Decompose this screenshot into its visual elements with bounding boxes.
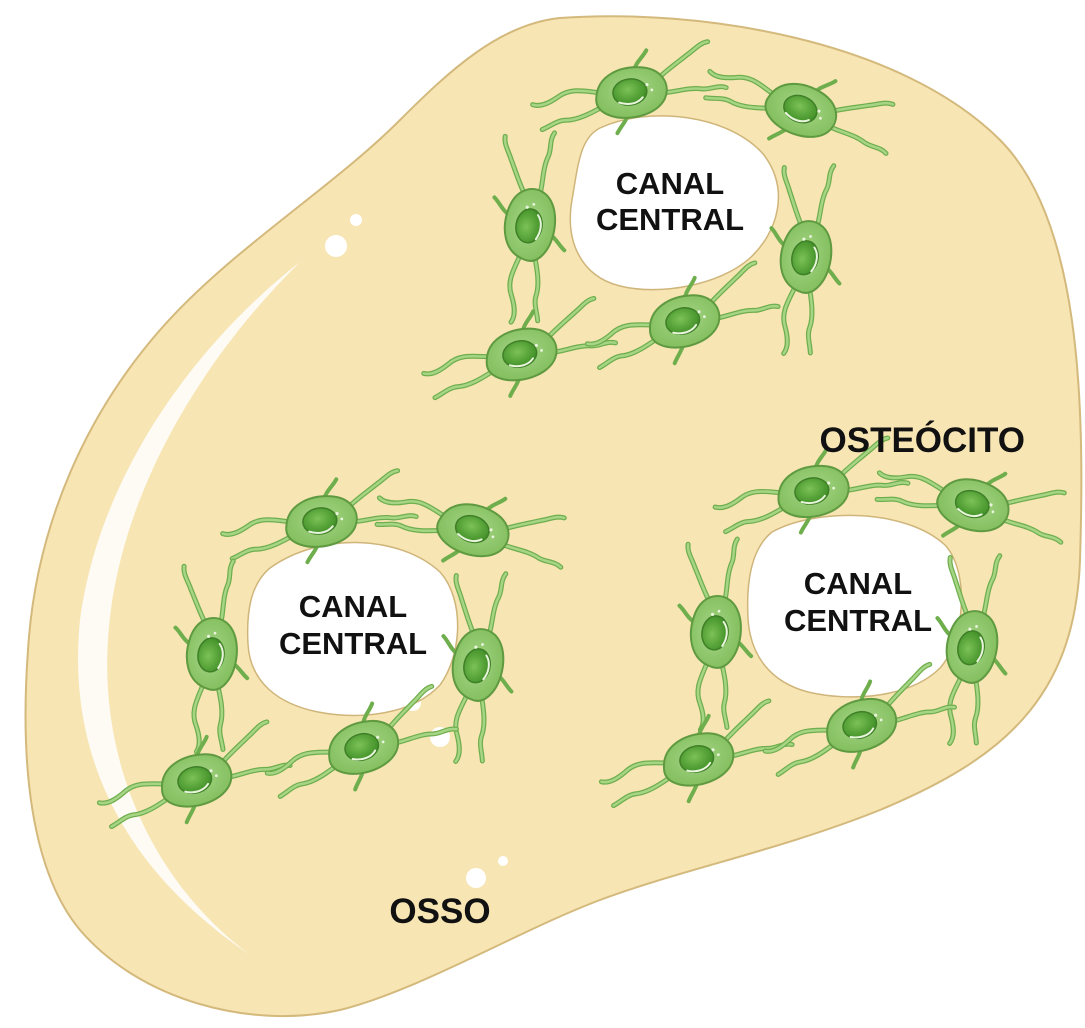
canal-1-label-line-2: CENTRAL (596, 202, 744, 237)
bubble (350, 214, 362, 226)
osteocyte-label: OSTEÓCITO (820, 420, 1026, 460)
bone-label: OSSO (389, 892, 490, 931)
canal-1-label-line-1: CANAL (616, 166, 725, 201)
canal-3-label-line-2: CENTRAL (784, 603, 932, 638)
bubble (466, 868, 486, 888)
bubble (325, 235, 347, 257)
bubble (498, 856, 508, 866)
canal-2-label-line-2: CENTRAL (279, 626, 427, 661)
canal-2-label-line-1: CANAL (299, 589, 408, 624)
canal-3-label-line-1: CANAL (804, 566, 913, 601)
